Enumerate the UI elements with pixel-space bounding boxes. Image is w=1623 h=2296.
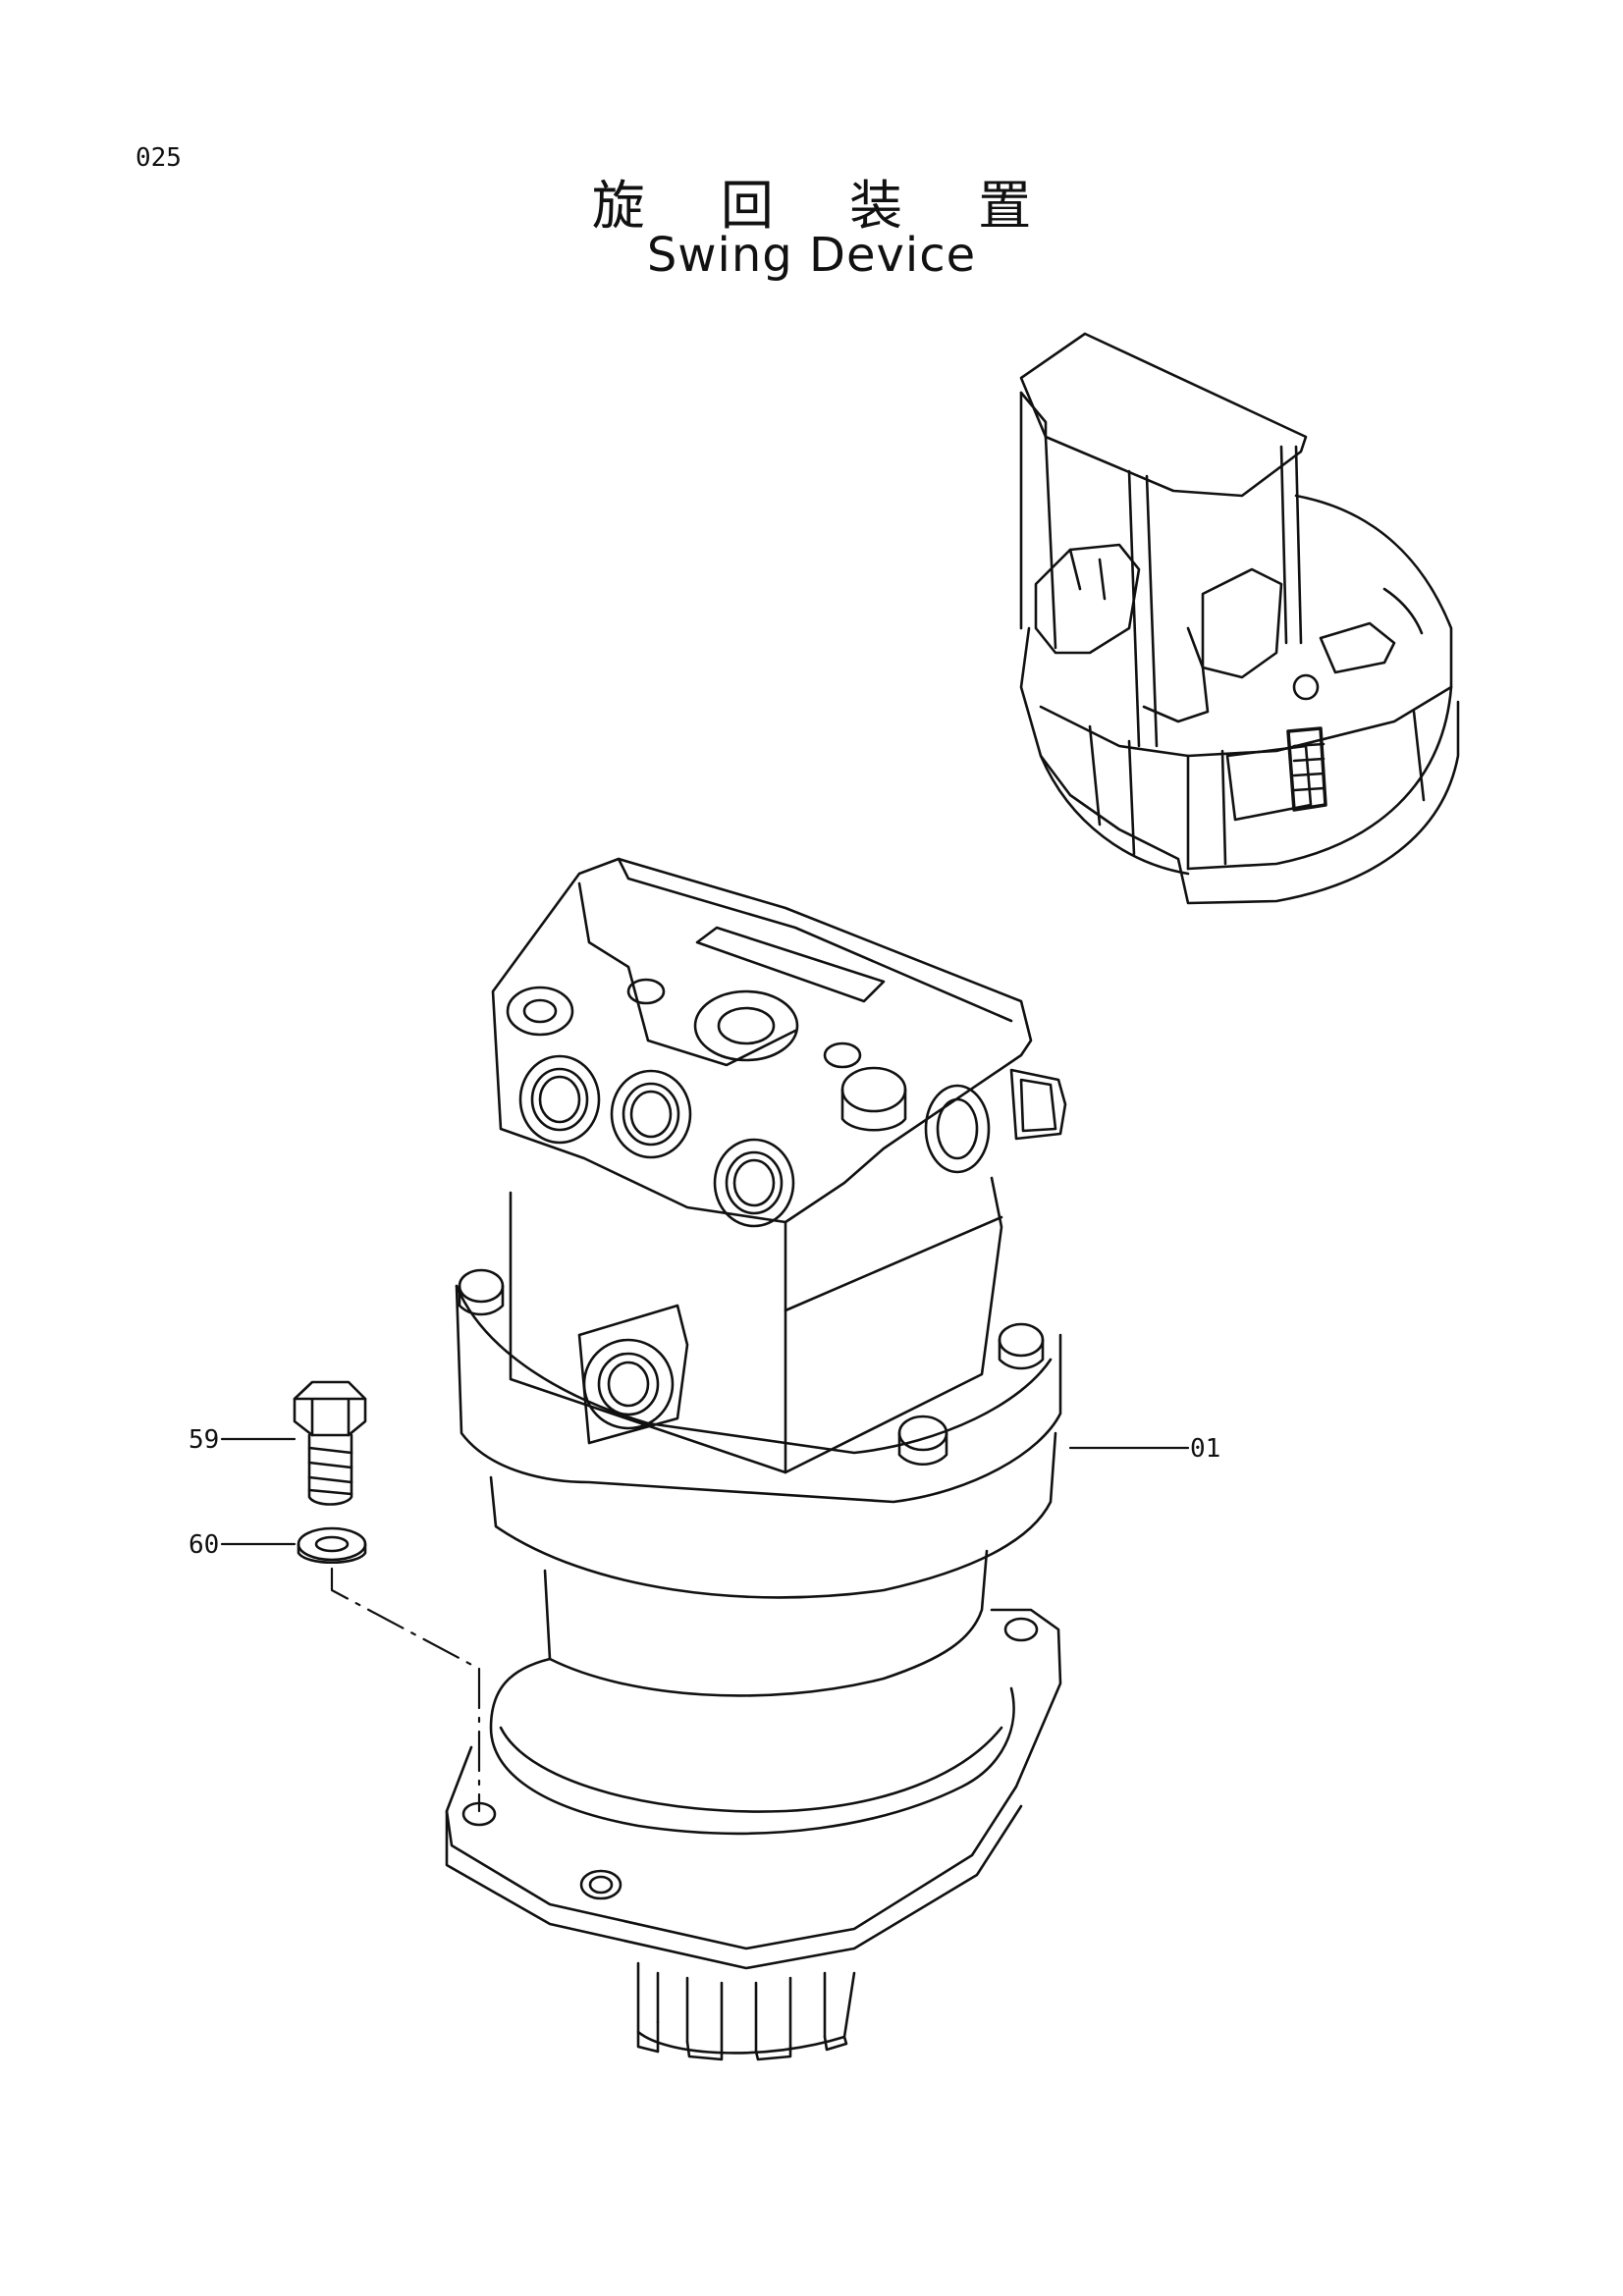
title-japanese: 旋 回 装 置	[591, 175, 1061, 237]
machine-overview-illustration	[1019, 332, 1460, 905]
swing-motor-assembly	[445, 857, 1067, 2061]
threaded-ports	[518, 1054, 795, 1228]
pinion-gear	[636, 1961, 856, 2061]
washer-part-60	[297, 1526, 367, 1565]
callout-60: 60	[189, 1530, 220, 1560]
callout-01: 01	[1190, 1434, 1221, 1464]
bolt-part-59	[293, 1380, 367, 1506]
callout-59: 59	[189, 1425, 220, 1455]
page-number: 025	[135, 143, 182, 173]
title-english: Swing Device	[646, 228, 977, 283]
leader-lines	[220, 1437, 1190, 1813]
